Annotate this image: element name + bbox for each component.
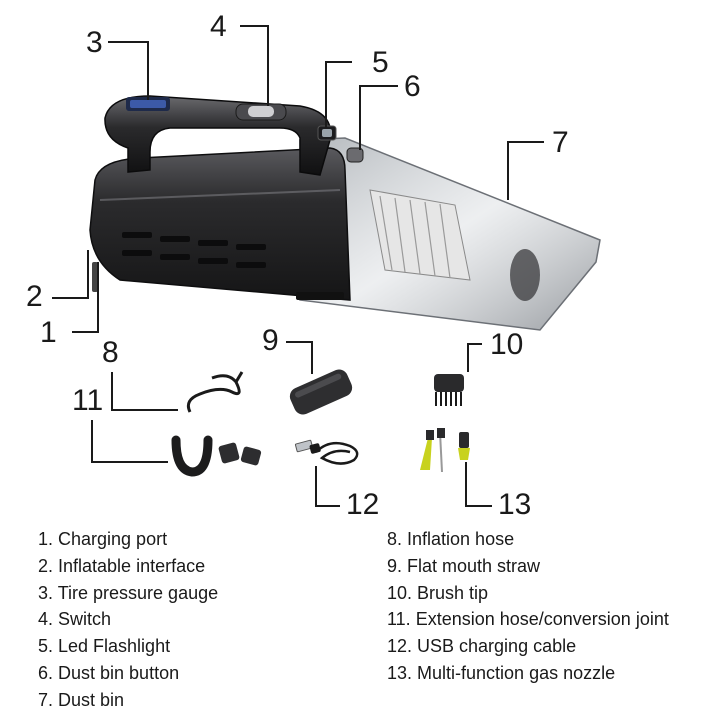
dust-bin-button[interactable] xyxy=(346,147,364,163)
callout-11: 11 xyxy=(72,384,103,417)
filter xyxy=(369,189,540,301)
callout-1: 1 xyxy=(40,316,57,349)
extension-hose xyxy=(171,435,213,477)
legend-item: 7. Dust bin xyxy=(38,689,125,710)
inflation-hose xyxy=(186,374,241,413)
product-diagram: 3 4 5 6 7 2 1 8 9 10 11 12 13 xyxy=(26,10,601,520)
callout-9: 9 xyxy=(262,324,279,357)
conversion-joint xyxy=(218,442,262,466)
callout-2: 2 xyxy=(26,280,43,313)
usb-cable xyxy=(294,439,359,465)
legend-item: 11. Extension hose/conversion joint xyxy=(387,609,669,630)
callout-10: 10 xyxy=(490,328,523,361)
brush-tip xyxy=(434,374,464,406)
callout-3: 3 xyxy=(86,26,103,59)
callout-7: 7 xyxy=(552,126,569,159)
accessories xyxy=(171,369,470,477)
legend-item: 13. Multi-function gas nozzle xyxy=(387,662,616,683)
legend-item: 12. USB charging cable xyxy=(387,636,577,657)
inflatable-interface xyxy=(92,262,98,292)
legend-column-left: 1. Charging port 2. Inflatable interface… xyxy=(38,526,218,714)
motor-body xyxy=(89,147,351,301)
leader-lines xyxy=(52,25,544,507)
gas-nozzles xyxy=(420,428,470,473)
legend-item: 9. Flat mouth straw xyxy=(387,555,541,576)
legend-item: 6. Dust bin button xyxy=(38,662,180,683)
legend-item: 8. Inflation hose xyxy=(387,529,515,549)
callout-6: 6 xyxy=(404,70,421,103)
callout-numbers: 3 4 5 6 7 2 1 8 9 10 11 12 13 xyxy=(26,10,569,520)
led-flashlight xyxy=(317,125,337,141)
legend-item: 10. Brush tip xyxy=(387,582,489,603)
pressure-gauge xyxy=(126,97,170,111)
callout-12: 12 xyxy=(346,488,379,520)
legend-item: 5. Led Flashlight xyxy=(38,636,171,657)
vacuum-cleaner xyxy=(89,95,601,331)
callout-13: 13 xyxy=(498,488,531,520)
legend-item: 1. Charging port xyxy=(38,529,168,549)
parts-legend: 1. Charging port 2. Inflatable interface… xyxy=(0,526,720,716)
legend-item: 4. Switch xyxy=(38,609,112,630)
flat-mouth-straw xyxy=(289,369,353,415)
legend-column-right: 8. Inflation hose 9. Flat mouth straw 10… xyxy=(387,526,669,687)
legend-item: 3. Tire pressure gauge xyxy=(38,582,219,603)
callout-5: 5 xyxy=(372,46,389,79)
legend-item: 2. Inflatable interface xyxy=(38,555,206,576)
vent-grille xyxy=(122,232,266,268)
callout-8: 8 xyxy=(102,336,119,369)
power-switch[interactable] xyxy=(235,103,287,121)
callout-4: 4 xyxy=(210,10,227,43)
